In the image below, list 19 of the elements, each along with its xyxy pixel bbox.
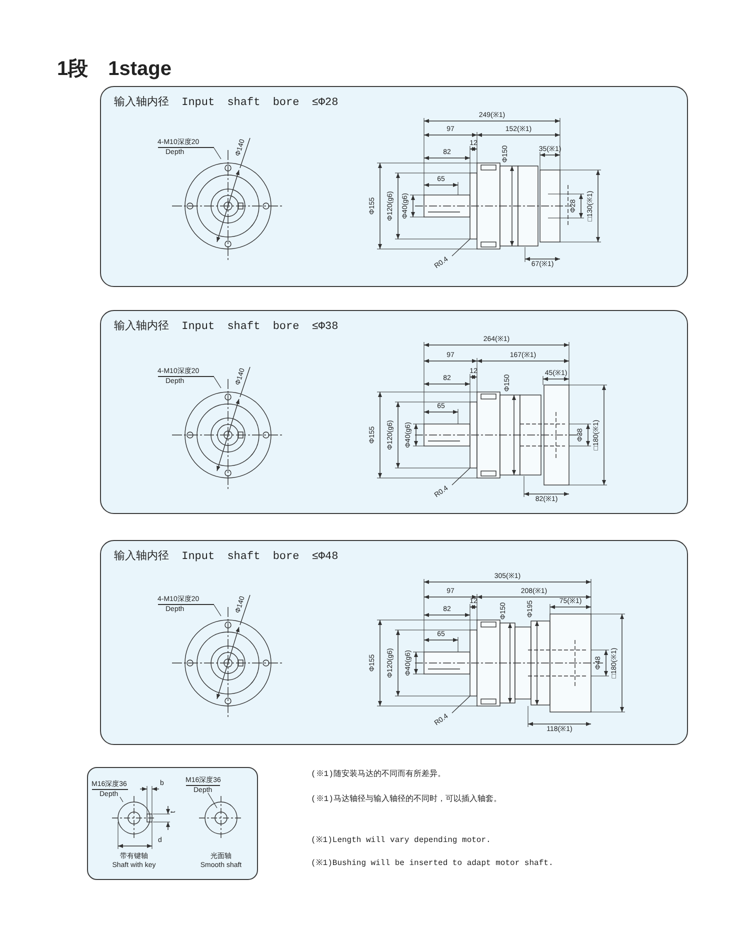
detail-panel	[87, 767, 258, 880]
note-text: (※1)Length will vary depending motor.	[311, 837, 491, 845]
drawing-panel	[100, 86, 688, 287]
leader-line	[214, 376, 222, 388]
drawing-panel	[100, 310, 688, 514]
leader-line	[214, 604, 222, 616]
note-text: (※1)马达轴径与输入轴径的不同时，可以插入轴套。	[311, 796, 502, 804]
leader-line	[452, 238, 470, 256]
leader-line	[452, 696, 470, 714]
panel-heading: 输入轴内径 Input shaft bore ≤Φ38	[114, 319, 338, 333]
note-text: (※1)随安装马达的不同而有所差异。	[311, 771, 446, 779]
panel-heading: 输入轴内径 Input shaft bore ≤Φ48	[114, 549, 338, 563]
panel-heading: 输入轴内径 Input shaft bore ≤Φ28	[114, 95, 338, 109]
leader-line	[208, 792, 218, 808]
note-text: (※1)Bushing will be inserted to adapt motor shaft.	[311, 860, 554, 868]
title: 1段 1stage	[57, 57, 172, 82]
leader-line	[452, 468, 470, 486]
leader-line	[120, 796, 124, 802]
leader-line	[214, 148, 222, 160]
